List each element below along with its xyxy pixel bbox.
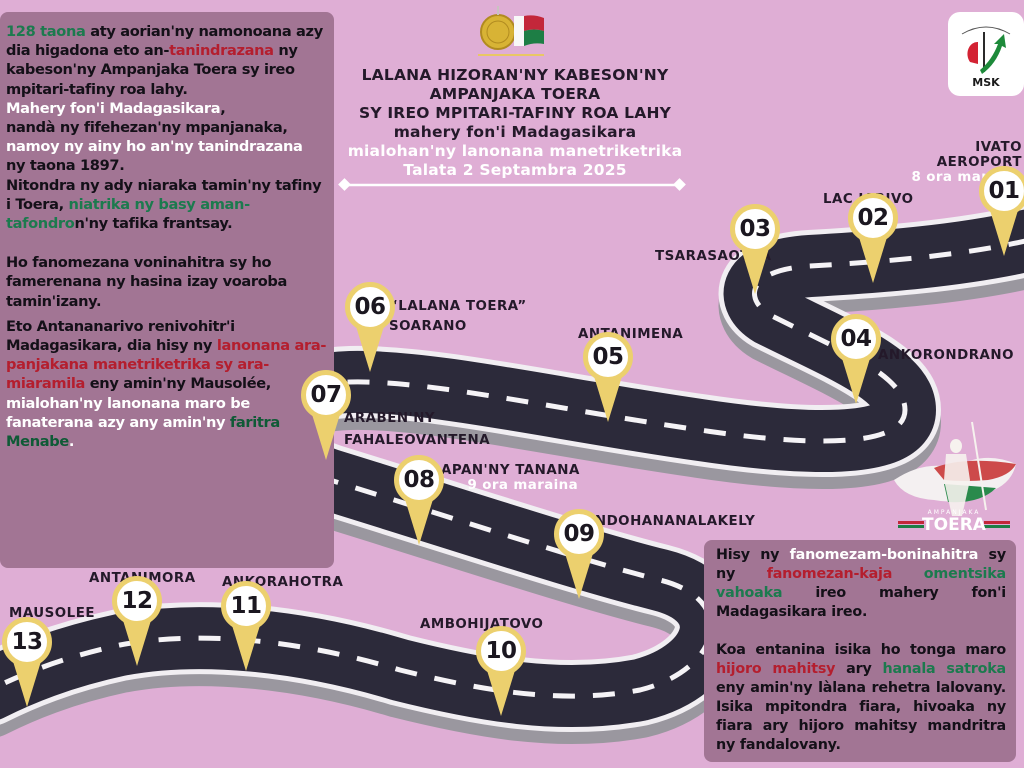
stop-name: IVATO [975,140,1022,155]
stop-pin-12[interactable]: 12 [112,576,162,668]
cta-paragraph-1: Hisy ny fanomezam-boninahitra sy ny fano… [716,546,1006,622]
text [892,566,924,582]
stop-pin-04[interactable]: 04 [831,314,881,406]
stop-pin-10[interactable]: 10 [476,626,526,718]
stop-name: ARABEN'NY [344,411,436,426]
highlight-people: omentsika vahoaka [716,566,1006,601]
page-title-line1: LALANA HIZORAN'NY KABESON'NY [361,66,669,84]
stop-number: 04 [831,314,881,364]
highlight-weapons: niatrika ny basy aman-tafondro [6,195,250,233]
text: ny kabeson'ny Ampanjaka Toera sy ireo mp… [6,42,298,98]
highlight-heroes: Mahery fon'i Madagasikara [6,99,221,117]
page-subtitle: mahery fon'i Madagasikara [393,123,637,141]
highlight-hats-off: hanala satroka [882,661,1006,677]
stop-label-09: ANDOHANANALAKELY [584,514,755,529]
toera-logo-label: TOERA [922,515,987,535]
title-divider [338,178,686,191]
stop-pin-05[interactable]: 05 [583,332,633,424]
toera-logo-caption: AMPANJAKA [928,509,981,516]
stop-number: 13 [2,617,52,667]
highlight-decoration: fanomezan-kaja [766,566,893,582]
stop-pin-02[interactable]: 02 [848,193,898,285]
event-occasion: mialohan'ny lanonana manetriketrika [347,142,683,160]
text: aty aorian'ny namonoana azy [85,23,323,40]
text: ny taona 1897. [6,157,125,175]
stop-name: “LALANA TOERA” [389,299,527,314]
text: eny amin'ny Mausolée, [85,375,272,393]
stop-number: 05 [583,332,633,382]
text: . [68,433,75,451]
stop-pin-03[interactable]: 03 [730,204,780,296]
stop-number: 10 [476,626,526,676]
history-panel: 128 taona aty aorian'ny namonoana azy di… [0,12,334,568]
stop-pin-07[interactable]: 07 [301,370,351,462]
history-paragraph-2: Nitondra ny ady niaraka tamin'ny tafiny … [6,176,328,234]
stop-number: 01 [979,166,1024,216]
msk-logo: MSK [948,12,1024,96]
stop-number: 02 [848,193,898,243]
stop-label-04: ANKORONDRANO [878,348,1014,363]
medal-flag-logo [478,6,544,56]
stop-pin-01[interactable]: 01 [979,166,1024,258]
stop-name: SOARANO [389,319,467,334]
text: Ho fanomezana voninahitra sy ho famerena… [6,254,288,310]
text: sy ny [716,547,1006,582]
highlight-ceremony: lanonana ara-panjakana manetriketrika sy… [6,337,327,393]
text: , [220,99,226,117]
text: Hisy ny [716,547,790,563]
text: Nitondra ny ady niaraka tamin'ny tafiny … [6,176,322,213]
stop-number: 09 [554,509,604,559]
stop-label-07: ARABEN'NY FAHALEOVANTENA [344,408,490,452]
text: n'ny tafika frantsay. [74,215,233,233]
stop-number: 03 [730,204,780,254]
stop-pin-08[interactable]: 08 [394,455,444,547]
cta-paragraph-2: Koa entanina isika ho tonga maro hijoro … [716,641,1006,755]
stop-name: FAHALEOVANTENA [344,433,491,448]
text: dia higadona eto an- [6,42,170,60]
stop-number: 12 [112,576,162,626]
toera-logo: TOERA AMPANJAKA [884,420,1024,540]
stop-name: ANDOHANANALAKELY [584,514,756,529]
text: ireo mahery fon'i Madagasikara ireo. [716,585,1006,620]
page-title-block: LALANA HIZORAN'NY KABESON'NY AMPANJAKA T… [330,66,700,180]
stop-label-08: LAPAN'NY TANANA 9 ora maraina [432,463,580,493]
highlight-stand: hijoro mahitsy [716,661,836,677]
stop-pin-11[interactable]: 11 [221,581,271,673]
page-title-line3: SY IREO MPITARI-TAFINY ROA LAHY [358,104,672,122]
text: eny amin'ny làlana rehetra lalovany. Isi… [716,680,1006,753]
stop-number: 11 [221,581,271,631]
call-to-action-panel: Hisy ny fanomezam-boninahitra sy ny fano… [704,540,1016,762]
page-title-line2: AMPANJAKA TOERA [429,85,601,103]
highlight-honor: fanomezam-boninahitra [789,547,979,563]
highlight-transfer: mialohan'ny lanonana maro be fanaterana … [6,394,250,431]
text: ary [835,661,883,677]
stop-label-06: “LALANA TOERA” SOARANO [389,297,527,337]
stop-time: 9 ora maraina [467,478,578,493]
stop-pin-09[interactable]: 09 [554,509,604,601]
highlight-homeland: tanindrazana [169,42,274,60]
msk-logo-label: MSK [972,76,1000,89]
highlight-sacrifice: namoy ny ainy ho an'ny tanindrazana [6,138,303,156]
stop-pin-13[interactable]: 13 [2,617,52,709]
stop-name: ANKORONDRANO [878,348,1015,363]
stop-pin-06[interactable]: 06 [345,282,395,374]
stop-name: LAPAN'NY TANANA [432,463,580,478]
history-paragraph-3: Ho fanomezana voninahitra sy ho famerena… [6,253,328,311]
highlight-region: faritra Menabe [6,413,280,451]
stop-number: 07 [301,370,351,420]
highlight-years: 128 taona [6,23,86,40]
event-date: Talata 2 Septambra 2025 [403,161,627,179]
text: Koa entanina isika ho tonga maro [716,642,1006,658]
stop-number: 06 [345,282,395,332]
stop-number: 08 [394,455,444,505]
history-paragraph-1: 128 taona aty aorian'ny namonoana azy di… [6,22,328,176]
text: nandà ny fifehezan'ny mpanjanaka, [6,119,288,137]
text: Eto Antananarivo renivohitr'i Madagasika… [6,317,235,355]
history-paragraph-4: Eto Antananarivo renivohitr'i Madagasika… [6,317,328,451]
